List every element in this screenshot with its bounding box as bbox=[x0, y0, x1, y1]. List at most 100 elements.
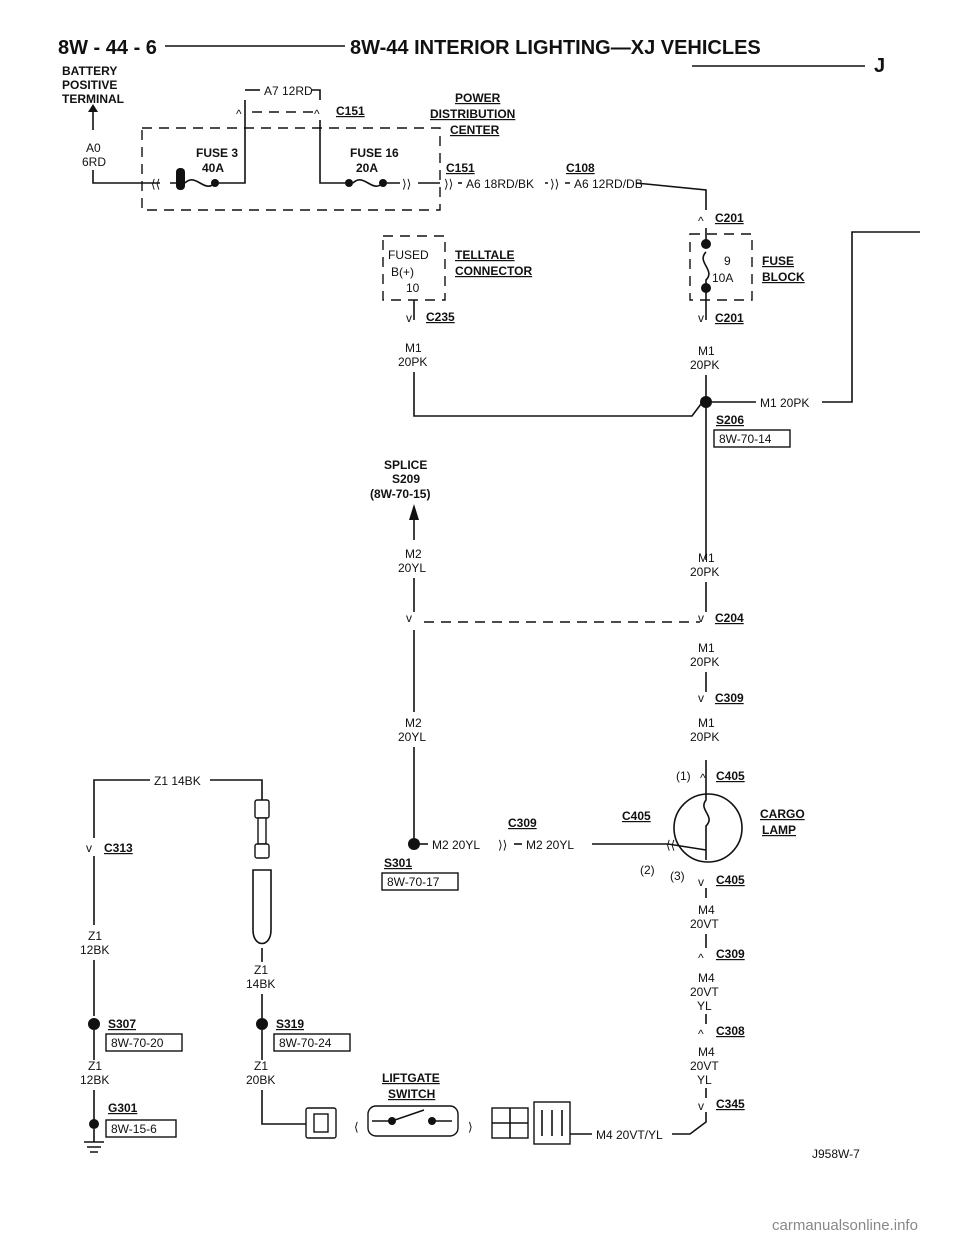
page-number: 8W - 44 - 6 bbox=[58, 37, 157, 59]
pk20-b-label: 20PK bbox=[690, 358, 719, 372]
z1-c-label: Z1 bbox=[88, 1059, 102, 1073]
m1-20pk-right-label: M1 20PK bbox=[760, 396, 809, 410]
yl20-a-label: 20YL bbox=[398, 561, 426, 575]
svg-text:⟩: ⟩ bbox=[468, 1120, 473, 1134]
svg-text:^: ^ bbox=[698, 214, 704, 228]
c108-label: C108 bbox=[566, 161, 595, 175]
c201-bottom-label: C201 bbox=[715, 311, 744, 325]
yl-b-label: YL bbox=[697, 999, 712, 1013]
bk12-c-label: 12BK bbox=[80, 1073, 109, 1087]
ground-branch: Z1 14BK v C313 Z1 12BK Z1 14BK S307 8W-7… bbox=[80, 774, 351, 1153]
svg-text:v: v bbox=[406, 611, 412, 625]
battery-label-1: BATTERY bbox=[62, 64, 117, 78]
page-header: 8W - 44 - 6 8W-44 INTERIOR LIGHTING—XJ V… bbox=[58, 37, 885, 77]
svg-text:⟩⟩: ⟩⟩ bbox=[402, 177, 411, 191]
z1-14bk-top-label: Z1 14BK bbox=[154, 774, 201, 788]
a7-wire-label: A7 12RD bbox=[264, 84, 313, 98]
c151-label: C151 bbox=[446, 161, 475, 175]
s307-splice bbox=[88, 1018, 100, 1030]
m1-b-label: M1 bbox=[698, 344, 715, 358]
c204-label: C204 bbox=[715, 611, 744, 625]
cargo-lamp-label-1: CARGO bbox=[760, 807, 805, 821]
m2-20yl-a-label: M2 20YL bbox=[432, 838, 480, 852]
c313-label: C313 bbox=[104, 841, 133, 855]
pdc-label-2: DISTRIBUTION bbox=[430, 107, 515, 121]
pk20-a-label: 20PK bbox=[398, 355, 427, 369]
m4-a-label: M4 bbox=[698, 903, 715, 917]
ref-8w-70-17: 8W-70-17 bbox=[387, 875, 440, 889]
liftgate-label-1: LIFTGATE bbox=[382, 1071, 440, 1085]
svg-text:⟨: ⟨ bbox=[354, 1120, 359, 1134]
svg-text:v: v bbox=[698, 691, 704, 705]
svg-text:v: v bbox=[698, 1099, 704, 1113]
ref-8w-15-6: 8W-15-6 bbox=[111, 1122, 157, 1136]
m1-a-label: M1 bbox=[405, 341, 422, 355]
svg-text:^: ^ bbox=[698, 951, 704, 965]
fuse3-label: FUSE 3 bbox=[196, 146, 238, 160]
s319-label: S319 bbox=[276, 1017, 304, 1031]
c405-b-label: C405 bbox=[622, 809, 651, 823]
cargo-lamp-section: (1) ^ C405 C405 CARGO LAMP C309 M2 20YL … bbox=[381, 760, 805, 1142]
c151-top-label: C151 bbox=[336, 104, 365, 118]
fuse16-rating: 20A bbox=[356, 161, 378, 175]
c405-c-label: C405 bbox=[716, 873, 745, 887]
z1-b-label: Z1 bbox=[254, 963, 268, 977]
c345-label: C345 bbox=[716, 1097, 745, 1111]
svg-text:^: ^ bbox=[314, 107, 320, 121]
fused-b-label-2: B(+) bbox=[391, 265, 414, 279]
svg-text:v: v bbox=[698, 311, 704, 325]
svg-text:⟩⟩: ⟩⟩ bbox=[498, 838, 507, 852]
page-title: 8W-44 INTERIOR LIGHTING—XJ VEHICLES bbox=[350, 37, 761, 59]
s206-label: S206 bbox=[716, 413, 744, 427]
c309-b-label: C309 bbox=[508, 816, 537, 830]
power-distribution-section: BATTERY POSITIVE TERMINAL A0 6RD ⟨⟨ FUSE… bbox=[62, 64, 744, 228]
s307-label: S307 bbox=[108, 1017, 136, 1031]
splice-label-3: (8W-70-15) bbox=[370, 487, 430, 501]
pk20-c-label: 20PK bbox=[690, 565, 719, 579]
liftgate-switch: LIFTGATE SWITCH ⟨ ⟩ bbox=[305, 1071, 592, 1145]
m4-b-label: M4 bbox=[698, 971, 715, 985]
yl-c-label: YL bbox=[697, 1073, 712, 1087]
liftgate-switch-body bbox=[367, 1105, 459, 1137]
a0-label: A0 bbox=[86, 141, 101, 155]
fused-b-label-1: FUSED bbox=[388, 248, 429, 262]
ground-icon bbox=[84, 1129, 104, 1153]
m1-d-label: M1 bbox=[698, 641, 715, 655]
6rd-label: 6RD bbox=[82, 155, 106, 169]
s301-label: S301 bbox=[384, 856, 412, 870]
pdc-label-3: CENTER bbox=[450, 123, 500, 137]
c235-label: C235 bbox=[426, 310, 455, 324]
telltale-connector: FUSED B(+) 10 TELLTALE CONNECTOR v C235 … bbox=[382, 235, 705, 417]
svg-text:⟩⟩: ⟩⟩ bbox=[550, 177, 559, 191]
splice-s209-branch: SPLICE S209 (8W-70-15) M2 20YL v M1 20PK… bbox=[370, 458, 744, 838]
svg-text:v: v bbox=[86, 841, 92, 855]
m4-c-label: M4 bbox=[698, 1045, 715, 1059]
pin1-label: (1) bbox=[676, 769, 691, 783]
bk12-a-label: 12BK bbox=[80, 943, 109, 957]
fuse-block-label-1: FUSE bbox=[762, 254, 794, 268]
vt20-c-label: 20VT bbox=[690, 1059, 719, 1073]
fuse-block-label-2: BLOCK bbox=[762, 270, 805, 284]
pin2-label: (2) bbox=[640, 863, 655, 877]
vt20-a-label: 20VT bbox=[690, 917, 719, 931]
fused-b-label-3: 10 bbox=[406, 281, 420, 295]
cargo-lamp-bulb bbox=[673, 793, 743, 863]
pin3-label: (3) bbox=[670, 869, 685, 883]
c405-a-label: C405 bbox=[716, 769, 745, 783]
ref-8w-70-20: 8W-70-20 bbox=[111, 1036, 164, 1050]
svg-text:v: v bbox=[698, 611, 704, 625]
svg-text:^: ^ bbox=[698, 1027, 704, 1041]
a6-18rd-label: A6 18RD/BK bbox=[466, 177, 534, 191]
fuse-block: 9 10A FUSE BLOCK v C201 M1 20PK M1 20PK … bbox=[689, 228, 920, 560]
bk14-b-label: 14BK bbox=[246, 977, 275, 991]
svg-text:^: ^ bbox=[700, 771, 706, 785]
pdc-outline bbox=[141, 127, 441, 211]
ref-8w-70-24: 8W-70-24 bbox=[279, 1036, 332, 1050]
g301-label: G301 bbox=[108, 1101, 138, 1115]
c309-c-label: C309 bbox=[716, 947, 745, 961]
c309-a-label: C309 bbox=[715, 691, 744, 705]
m2-20yl-b-label: M2 20YL bbox=[526, 838, 574, 852]
pdc-label-1: POWER bbox=[455, 91, 501, 105]
svg-text:⟩⟩: ⟩⟩ bbox=[444, 177, 453, 191]
